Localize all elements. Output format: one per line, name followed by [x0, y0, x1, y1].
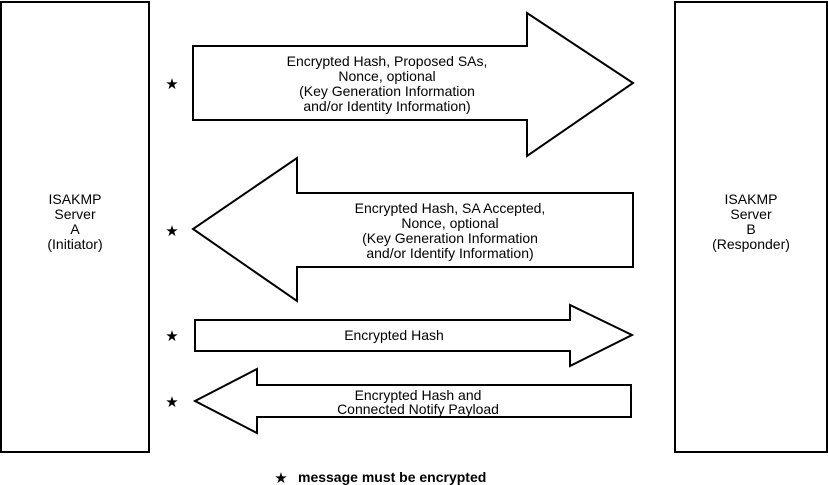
message-2-line-2: Nonce, optional: [401, 215, 498, 231]
message-4-encrypted-star-icon: ★: [165, 393, 178, 411]
server-a-box: [0, 1, 150, 453]
legend: ★ message must be encrypted: [274, 469, 486, 485]
server-a-line-2: Server: [54, 206, 96, 222]
message-2-arrow: ★ Encrypted Hash, SA Accepted, Nonce, op…: [165, 156, 634, 303]
message-1-arrow: ★ Encrypted Hash, Proposed SAs, Nonce, o…: [165, 11, 635, 158]
message-2-line-1: Encrypted Hash, SA Accepted,: [355, 200, 546, 216]
server-b-line-2: Server: [730, 206, 772, 222]
message-3-encrypted-star-icon: ★: [165, 327, 178, 345]
message-2-encrypted-star-icon: ★: [165, 222, 178, 240]
server-b-box: [674, 1, 828, 453]
legend-text: message must be encrypted: [298, 469, 486, 485]
message-1-line-2: Nonce, optional: [338, 68, 435, 84]
server-a-line-1: ISAKMP: [49, 191, 102, 207]
message-3-arrow: ★ Encrypted Hash: [165, 303, 635, 368]
message-4-line-1: Encrypted Hash and: [355, 387, 482, 403]
message-4-arrow: ★ Encrypted Hash and Connected Notify Pa…: [165, 367, 632, 435]
server-b: ISAKMP Server B (Responder): [674, 1, 828, 453]
server-b-line-4: (Responder): [712, 236, 790, 252]
message-2-line-4: and/or Identify Information): [366, 245, 533, 261]
server-b-line-3: B: [746, 221, 755, 237]
server-b-line-1: ISAKMP: [725, 191, 778, 207]
message-2-arrow-shape: [191, 156, 634, 303]
message-2-line-3: (Key Generation Information: [362, 230, 538, 246]
server-a: ISAKMP Server A (Initiator): [0, 1, 150, 453]
server-a-line-4: (Initiator): [47, 236, 102, 252]
server-a-line-3: A: [70, 221, 80, 237]
message-3-line-1: Encrypted Hash: [344, 327, 444, 343]
message-1-line-4: and/or Identity Information): [303, 98, 470, 114]
message-4-line-2: Connected Notify Payload: [337, 401, 499, 417]
message-1-line-3: (Key Generation Information: [299, 83, 475, 99]
legend-star-icon: ★: [274, 469, 287, 485]
message-4-arrow-shape: [192, 367, 632, 435]
message-1-arrow-shape: [192, 11, 635, 158]
message-1-line-1: Encrypted Hash, Proposed SAs,: [287, 53, 488, 69]
message-1-encrypted-star-icon: ★: [165, 75, 178, 93]
message-3-arrow-shape: [194, 303, 635, 368]
